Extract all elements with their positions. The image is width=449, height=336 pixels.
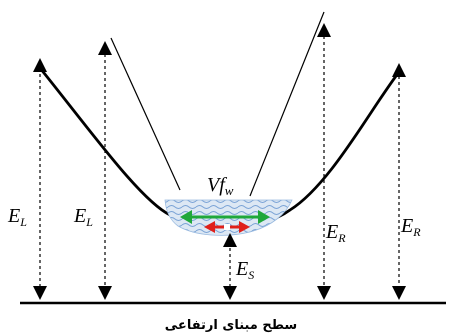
right-breach-line [249,11,325,197]
e-right-outer-label: ER [400,215,421,239]
red-width-arrow [204,221,250,233]
e-left-outer-label: EL [7,205,27,229]
elevation-line-spill [223,233,237,300]
elevation-line-right-outer [392,63,406,300]
e-left-inner-label: EL [73,205,93,229]
elevation-line-right-inner [317,23,331,300]
e-spill-label: ES [235,258,254,282]
left-breach-line [110,37,181,191]
datum-caption: سطح مبنای ارتفاعی [165,318,297,333]
e-right-inner-label: ER [325,221,346,245]
elevation-line-left-inner [98,41,112,300]
elevation-line-left-outer [33,58,47,300]
green-width-arrow [180,210,270,224]
volume-label: Vfw [207,174,234,198]
